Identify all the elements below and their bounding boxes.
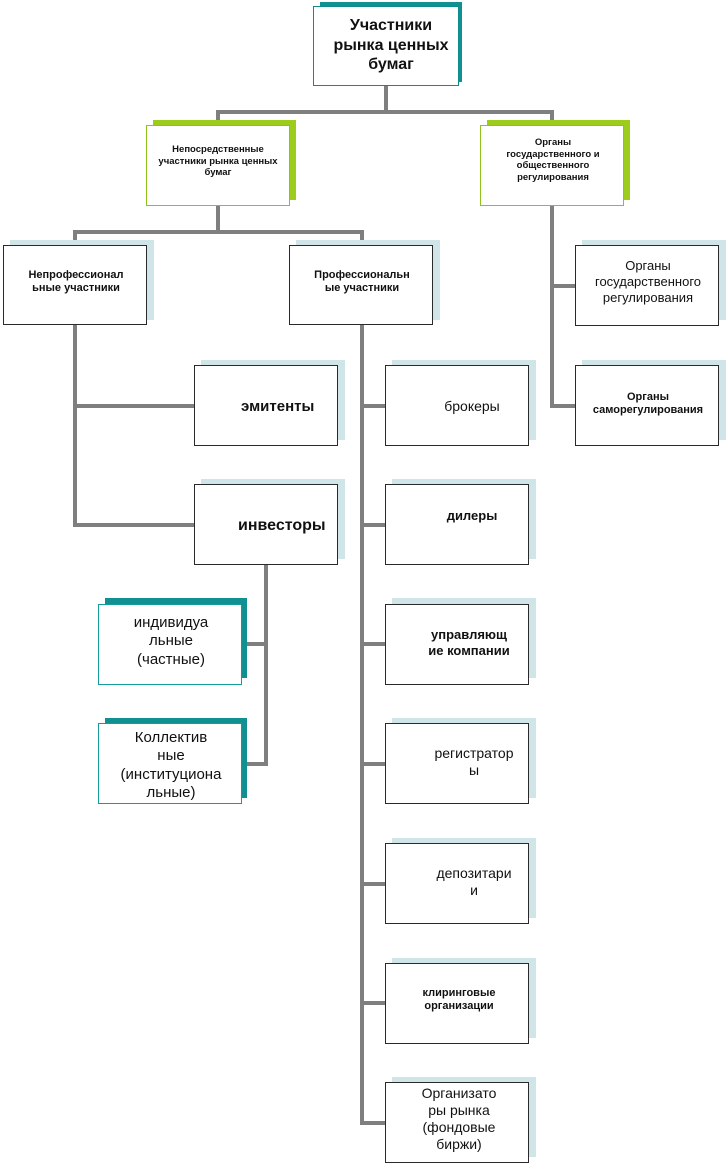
market-organizers-box: Организато ры рынка (фондовые биржи) xyxy=(385,1082,529,1163)
dealers-label: дилеры xyxy=(446,508,498,523)
nonprofessional-box: Непрофессионал ьные участники xyxy=(3,245,147,325)
direct-participants-box: Непосредственные участники рынка ценных … xyxy=(146,125,290,206)
root-label: Участники рынка ценных бумаг xyxy=(333,17,449,74)
root-box: Участники рынка ценных бумаг xyxy=(313,6,459,86)
investors-box: инвесторы xyxy=(194,484,338,565)
depositories-box: депозитари и xyxy=(385,843,529,924)
management-companies-label: управляющ ие компании xyxy=(428,627,510,658)
self-regulation-box: Органы саморегулирования xyxy=(575,365,719,446)
registrars-label: регистратор ы xyxy=(434,745,514,779)
direct-participants-label: Непосредственные участники рынка ценных … xyxy=(158,144,278,179)
state-regulation-label: Органы государственного регулирования xyxy=(594,258,702,305)
issuers-label: эмитенты xyxy=(241,398,315,415)
dealers-box: дилеры xyxy=(385,484,529,565)
regulators-box: Органы государственного и общественного … xyxy=(480,125,624,206)
professional-box: Профессиональн ые участники xyxy=(289,245,433,325)
market-organizers-label: Организато ры рынка (фондовые биржи) xyxy=(421,1085,497,1153)
collective-investors-box: Коллектив ные (институциона льные) xyxy=(98,723,242,804)
self-regulation-label: Органы саморегулирования xyxy=(592,391,704,417)
issuers-box: эмитенты xyxy=(194,365,338,446)
regulators-label: Органы государственного и общественного … xyxy=(506,137,600,183)
professional-label: Профессиональн ые участники xyxy=(314,269,410,295)
clearing-organizations-label: клиринговые организации xyxy=(422,987,496,1013)
individual-investors-label: индивидуа льные (частные) xyxy=(133,614,209,668)
clearing-organizations-box: клиринговые организации xyxy=(385,963,529,1044)
depositories-label: депозитари и xyxy=(436,865,512,899)
brokers-box: брокеры xyxy=(385,365,529,446)
investors-label: инвесторы xyxy=(238,517,326,534)
state-regulation-box: Органы государственного регулирования xyxy=(575,245,719,326)
brokers-label: брокеры xyxy=(444,398,500,414)
individual-investors-box: индивидуа льные (частные) xyxy=(98,604,242,685)
management-companies-box: управляющ ие компании xyxy=(385,604,529,685)
collective-investors-label: Коллектив ные (институциона льные) xyxy=(120,729,222,801)
nonprofessional-label: Непрофессионал ьные участники xyxy=(28,269,124,295)
registrars-box: регистратор ы xyxy=(385,723,529,804)
